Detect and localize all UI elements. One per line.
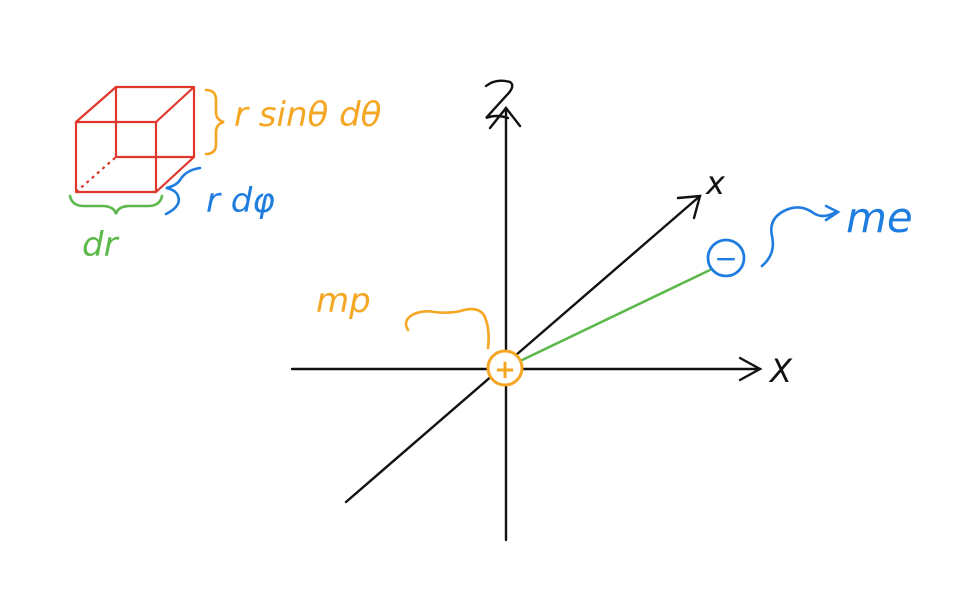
- height-label: r sinθ dθ: [234, 95, 382, 135]
- proton: +: [486, 349, 524, 387]
- electron-pointer: [760, 206, 838, 268]
- proton-circle: [486, 349, 524, 387]
- z-axis-label-glyph: [484, 79, 514, 120]
- cube-edge: [155, 156, 195, 193]
- electron-symbol: −: [714, 242, 737, 275]
- electron-pointer-arrowhead: [824, 204, 841, 222]
- z-axis-arrowhead: [488, 106, 522, 130]
- proton-pointer: [404, 307, 490, 350]
- electron-label: me: [846, 193, 913, 242]
- height-brace: [204, 88, 225, 156]
- proton-symbol: +: [494, 355, 516, 385]
- cube-back-face: [114, 85, 196, 159]
- x-axis-horizontal-arrowhead: [738, 356, 763, 382]
- depth-brace: [164, 166, 202, 216]
- width-label: dr: [82, 225, 120, 265]
- axes: [290, 106, 763, 542]
- cube-edge-hidden: [75, 156, 117, 193]
- proton-label: mp: [316, 281, 371, 321]
- cube-edge: [155, 86, 195, 123]
- x-axis-diagonal-arrowhead: [676, 194, 702, 220]
- volume-element-cube: [74, 85, 196, 194]
- width-brace: [68, 194, 164, 215]
- x-axis-diagonal-label: x: [705, 164, 726, 202]
- x-axis-horizontal-label: X: [768, 352, 793, 390]
- radius-line: [516, 268, 712, 364]
- electron-circle: [706, 238, 746, 278]
- depth-label: r dφ: [206, 181, 275, 221]
- electron: −: [706, 238, 746, 278]
- x-axis-diagonal: [344, 194, 702, 504]
- cube-edge: [75, 86, 117, 123]
